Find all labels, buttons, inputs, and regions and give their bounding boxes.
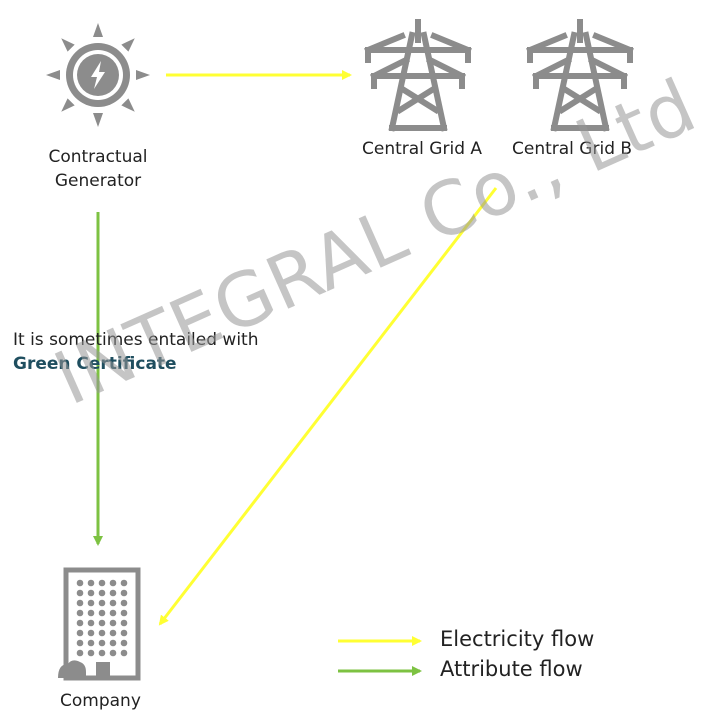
building-window [87, 609, 95, 617]
generator-label-line2: Generator [54, 171, 142, 191]
building-window [120, 609, 128, 617]
building-window [76, 599, 84, 607]
company-building-icon [58, 567, 141, 681]
building-window [98, 619, 106, 627]
electricity-flow-arrow-grid-to-company [158, 187, 498, 626]
building-window [98, 599, 106, 607]
legend-attribute-label: Attribute flow [440, 657, 583, 681]
annotation-line1: It is sometimes entailed with [13, 330, 259, 350]
building-window [87, 649, 95, 657]
building-window [76, 619, 84, 627]
building-window [120, 629, 128, 637]
building-window [120, 579, 128, 587]
building-window [120, 649, 128, 657]
building-window [76, 649, 84, 657]
tower-a-icon [364, 19, 472, 132]
building-window [87, 599, 95, 607]
building-window [109, 609, 117, 617]
building-window [120, 599, 128, 607]
building-window [76, 589, 84, 597]
generator-label: Contractual Generator [28, 145, 168, 193]
building-window [98, 589, 106, 597]
tower-b-icon [526, 19, 634, 132]
building-window [98, 629, 106, 637]
building-window [109, 579, 117, 587]
building-window [87, 619, 95, 627]
building-window [98, 609, 106, 617]
building-window [120, 639, 128, 647]
building-window [87, 629, 95, 637]
building-window [109, 629, 117, 637]
building-window [98, 639, 106, 647]
annotation-text: It is sometimes entailed with Green Cert… [13, 328, 259, 376]
generator-label-line1: Contractual [48, 147, 148, 167]
green-certificate-text: Green Certificate [13, 354, 177, 374]
building-window [109, 639, 117, 647]
building-window [76, 609, 84, 617]
building-window [87, 639, 95, 647]
building-window [87, 579, 95, 587]
legend-electricity-label: Electricity flow [440, 627, 595, 651]
grid-a-label: Central Grid A [362, 139, 483, 159]
building-window [109, 649, 117, 657]
building-window [109, 599, 117, 607]
building-window [120, 589, 128, 597]
building-window [120, 619, 128, 627]
building-window [109, 589, 117, 597]
building-window [87, 589, 95, 597]
grid-b-label: Central Grid B [512, 139, 633, 159]
building-window [76, 629, 84, 637]
building-window [98, 649, 106, 657]
building-window [98, 579, 106, 587]
building-window [76, 579, 84, 587]
building-window [109, 619, 117, 627]
generator-icon [46, 23, 150, 127]
building-window [76, 639, 84, 647]
company-label: Company [60, 691, 141, 711]
